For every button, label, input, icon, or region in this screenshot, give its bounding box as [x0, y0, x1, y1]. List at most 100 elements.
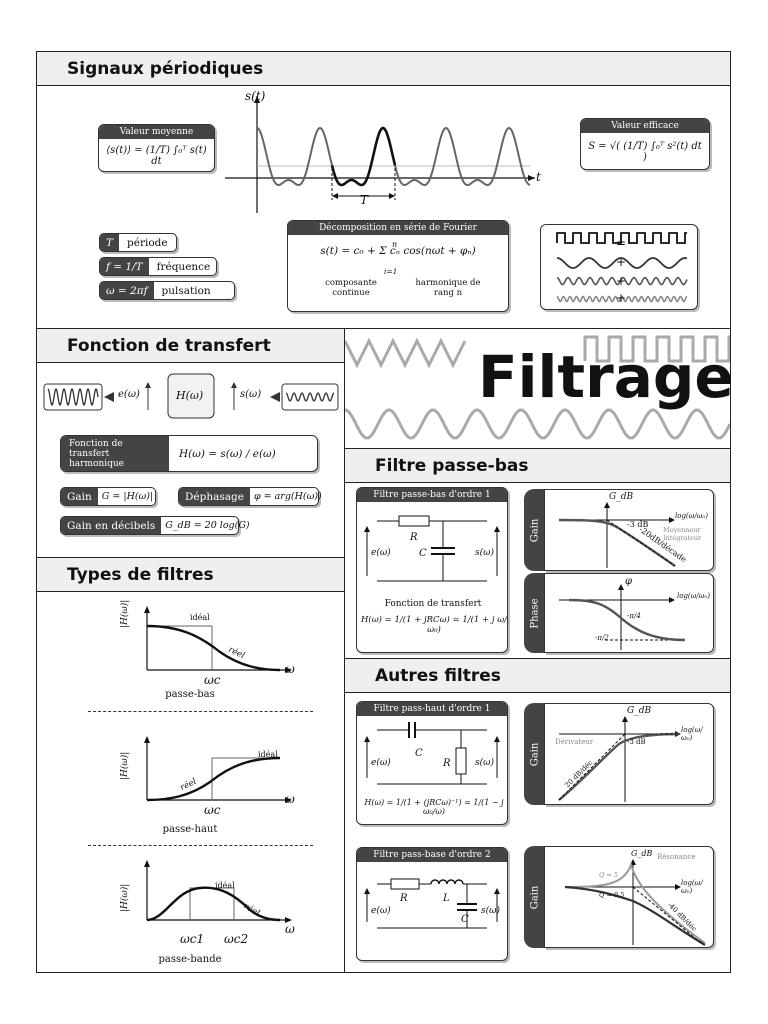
- types-divider-1: [88, 711, 313, 712]
- phase-label: Déphasage: [179, 488, 250, 505]
- gain-formula: G = |H(ω)|: [101, 491, 154, 502]
- phase-pill: Déphasage φ = arg(H(ω)): [178, 487, 322, 506]
- highpass-title: Filtre pass-haut d'ordre 1: [357, 702, 507, 716]
- rc-lowpass-r: R: [410, 532, 418, 543]
- valeur-moyenne-title: Valeur moyenne: [99, 125, 214, 139]
- harmonic-transfer-label: Fonction de transfert harmonique: [61, 436, 169, 471]
- lowpass-minus3-label: -3 dB: [627, 520, 649, 529]
- highpass-circuit: [364, 722, 500, 785]
- lowpass-phase-plot: [559, 584, 686, 650]
- lowpass2-out: s(ω): [481, 906, 500, 916]
- highpass-gdb-label: G_dB: [627, 706, 652, 716]
- harmonic-transfer-card: Fonction de transfert harmonique H(ω) = …: [60, 435, 318, 472]
- lowpass-phi-mid: -π/4: [627, 612, 641, 620]
- fourier-op-2: +: [616, 255, 627, 269]
- lowpass2-title: Filtre pass-base d'ordre 2: [357, 848, 507, 862]
- ph-wc-label: ωc: [204, 803, 221, 817]
- rc-lowpass-in: e(ω): [371, 548, 391, 558]
- fourier-op-4: +: [616, 291, 627, 305]
- lowpass2-circuit: [364, 878, 500, 929]
- fourier-sum-bottom: i=1: [384, 267, 398, 276]
- page-title: Filtrage: [478, 343, 734, 411]
- gdb-label: Gain en décibels: [61, 517, 162, 534]
- lowpass-phi-low: -π/2: [595, 634, 609, 642]
- highpass-c: C: [415, 748, 423, 759]
- signal-axis-x-label: t: [536, 170, 541, 184]
- pbd-wc1-label: ωc1: [180, 932, 205, 946]
- pbd-ideal-label: idéal: [215, 881, 235, 890]
- lowpass2-log-label: log(ω/ω₀): [681, 879, 703, 895]
- periodic-signal-plot: [225, 96, 535, 213]
- valeur-efficace-title: Valeur efficace: [581, 119, 709, 133]
- lowpass2-gain-plot: [564, 859, 706, 946]
- section-header-transfert: Fonction de transfert: [37, 329, 344, 363]
- pb-ideal-label: idéal: [190, 613, 210, 622]
- ph-xlabel: ω: [285, 792, 295, 806]
- signal-axis-y-label: s(t): [245, 89, 266, 103]
- lowpass2-gdb-label: G_dB: [631, 849, 653, 858]
- lowpass-gain-plot: [558, 502, 676, 568]
- section-header-passe-bas: Filtre passe-bas: [345, 449, 730, 483]
- ph-ylabel: |H(ω)|: [120, 751, 130, 780]
- highpass-gain-tab-label: Gain: [529, 742, 541, 766]
- rc-lowpass-title: Filtre passe-bas d'ordre 1: [357, 488, 507, 502]
- valeur-efficace-formula: S = √( (1/T) ∫₀ᵀ s²(t) dt ): [588, 141, 702, 163]
- frequence-label: fréquence: [156, 260, 211, 273]
- pb-wc-label: ωc: [204, 673, 221, 687]
- pbd-xlabel: ω: [285, 922, 295, 936]
- gdb-formula: G_dB = 20 log(G): [165, 520, 250, 531]
- lowpass2-in: e(ω): [371, 906, 391, 916]
- valeur-efficace-card: Valeur efficace S = √( (1/T) ∫₀ᵀ s²(t) d…: [580, 118, 710, 170]
- lowpass2-q5-label: Q = 5: [599, 871, 619, 879]
- lowpass2-c: C: [461, 914, 469, 925]
- gain-pill: Gain G = |H(ω)|: [60, 487, 156, 506]
- transfer-output-label: s(ω): [240, 389, 262, 400]
- lowpass-note-integrateur: Intégrateur: [663, 534, 702, 542]
- pbd-ylabel: |H(ω)|: [120, 883, 130, 912]
- lowpass-phase-tab: Phase: [524, 573, 546, 653]
- valeur-moyenne-card: Valeur moyenne ⟨s(t)⟩ = (1/T) ∫₀ᵀ s(t) d…: [98, 124, 215, 172]
- highpass-gain-tab: Gain: [524, 703, 546, 805]
- lowpass2-r: R: [400, 893, 408, 904]
- lowpass2-q05-label: Q = 0.5: [599, 891, 625, 899]
- highpass-formula: H(ω) = 1/(1 + (jRCω)⁻¹) = 1/(1 − j ω₀/ω): [364, 798, 504, 816]
- highpass-deriv-label: Dérivateur: [555, 738, 594, 746]
- rc-lowpass-circuit: [364, 515, 500, 582]
- rc-lowpass-ft-formula: H(ω) = 1/(1 + jRCω) = 1/(1 + j ω/ω₀): [361, 615, 507, 635]
- lowpass-gain-tab-label: Gain: [529, 518, 541, 542]
- pbd-wc2-label: ωc2: [224, 932, 249, 946]
- fourier-title: Décomposition en série de Fourier: [288, 221, 508, 235]
- lowpass2-card: Filtre pass-base d'ordre 2 R L C e(ω) s(…: [356, 847, 508, 961]
- gain-label: Gain: [61, 488, 98, 505]
- fourier-formula: s(t) = c₀ + Σ cₙ cos(nωt + φₙ): [320, 245, 476, 257]
- title-waves: [345, 335, 730, 440]
- autres-frame: [344, 658, 731, 973]
- frequence-symbol: f = 1/T: [100, 258, 149, 275]
- pulsation-pill: ω = 2πf pulsation: [99, 281, 235, 300]
- rc-lowpass-c: C: [419, 548, 427, 559]
- highpass-out: s(ω): [475, 758, 494, 768]
- lowpass2-gain-tab: Gain: [524, 846, 546, 948]
- frequence-pill: f = 1/T fréquence: [99, 257, 217, 276]
- rc-lowpass-card: Filtre passe-bas d'ordre 1 R C e(ω) s(ω)…: [356, 487, 508, 653]
- section-header-autres: Autres filtres: [345, 659, 730, 693]
- fourier-card: Décomposition en série de Fourier s(t) =…: [287, 220, 509, 312]
- pb-name: passe-bas: [165, 689, 215, 700]
- highpass-gain-plot: [558, 716, 681, 802]
- fourier-waveforms: [556, 232, 688, 303]
- transfer-block-label: H(ω): [176, 389, 204, 402]
- periode-symbol: T: [100, 234, 120, 251]
- lowpass2-res-label: Résonance: [657, 853, 696, 861]
- pulsation-symbol: ω = 2πf: [100, 282, 154, 299]
- lowpass-phi-label: φ: [625, 576, 633, 587]
- pb-xlabel: ω: [285, 662, 295, 676]
- transfer-block-diagram: [43, 373, 339, 419]
- lowpass-phase-plot-card: φ log(ω/ω₀) -π/4 -π/2: [544, 573, 714, 653]
- lowpass-note-moyenneur: Moyenneur: [663, 526, 701, 534]
- rc-lowpass-out: s(ω): [475, 548, 494, 558]
- periode-pill: T période: [99, 233, 177, 252]
- lowpass2-gain-plot-card: G_dB log(ω/ω₀) Résonance Q = 5 Q = 0.5 -…: [544, 846, 714, 948]
- highpass-minus3-label: -3 dB: [627, 738, 646, 746]
- ph-ideal-label: idéal: [258, 750, 278, 759]
- section-header-types: Types de filtres: [37, 558, 344, 592]
